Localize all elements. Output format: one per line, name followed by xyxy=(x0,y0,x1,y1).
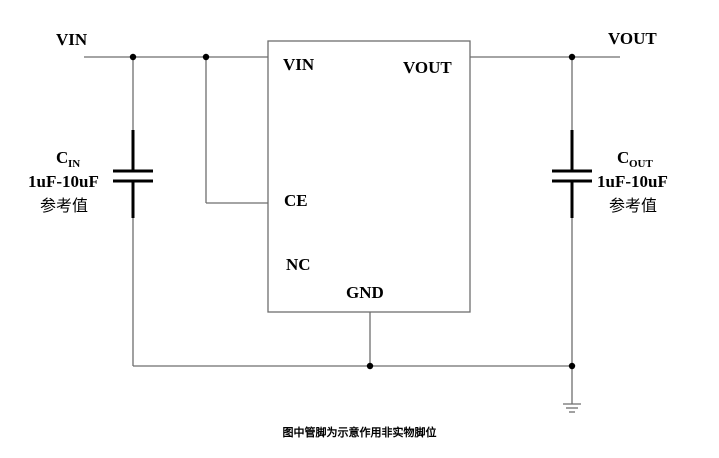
pin-label-vout: VOUT xyxy=(403,58,452,77)
cout-note: 参考值 xyxy=(609,196,657,215)
junction-ce-vin xyxy=(202,53,210,61)
cout-subscript: OUT xyxy=(629,158,654,170)
cin-symbol: C xyxy=(56,148,68,167)
cout-symbol: C xyxy=(617,148,629,167)
regulator-chip xyxy=(267,40,471,313)
junctions xyxy=(129,53,576,370)
pin-label-nc: NC xyxy=(286,255,311,274)
figure-caption: 图中管脚为示意作用非实物脚位 xyxy=(283,425,437,439)
junction-cout-gnd xyxy=(568,362,576,370)
junction-gnd-pin xyxy=(366,362,374,370)
pin-label-ce: CE xyxy=(284,191,308,210)
wires xyxy=(84,56,620,404)
net-label-vin: VIN xyxy=(56,30,88,49)
pin-label-vin: VIN xyxy=(283,55,315,74)
capacitor-cout xyxy=(552,130,592,218)
cin-label: C IN 1uF-10uF 参考值 xyxy=(28,148,99,215)
junction-cout-vout xyxy=(568,53,576,61)
ground-icon xyxy=(563,403,581,413)
pin-label-gnd: GND xyxy=(346,283,384,302)
junction-cin-vin xyxy=(129,53,137,61)
capacitor-cin xyxy=(113,130,153,218)
cin-note: 参考值 xyxy=(40,196,88,215)
cin-subscript: IN xyxy=(68,158,80,170)
cout-range: 1uF-10uF xyxy=(597,172,668,191)
cin-range: 1uF-10uF xyxy=(28,172,99,191)
net-label-vout: VOUT xyxy=(608,29,657,48)
cout-label: C OUT 1uF-10uF 参考值 xyxy=(597,148,668,215)
